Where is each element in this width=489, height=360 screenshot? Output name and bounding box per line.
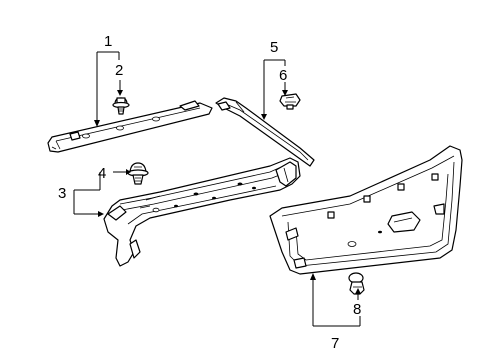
clip-2-part	[112, 97, 130, 115]
callout-4: 4	[98, 165, 106, 182]
callout-5: 5	[270, 39, 278, 56]
callout-8: 8	[353, 301, 361, 318]
upper-garnish-part	[47, 100, 213, 153]
leader-lines	[73, 51, 361, 327]
callout-7: 7	[331, 335, 339, 352]
clip-4-part	[127, 162, 149, 185]
callout-3: 3	[58, 185, 66, 202]
callout-6: 6	[279, 67, 287, 84]
clip-8-part	[348, 272, 365, 295]
door-panel-part	[269, 145, 463, 275]
pillar-garnish-part	[215, 97, 315, 167]
callout-2: 2	[115, 62, 123, 79]
trim-board-part	[103, 157, 301, 267]
clip-6-part	[279, 93, 301, 110]
arrowheads	[94, 90, 361, 294]
callout-1: 1	[104, 33, 112, 50]
